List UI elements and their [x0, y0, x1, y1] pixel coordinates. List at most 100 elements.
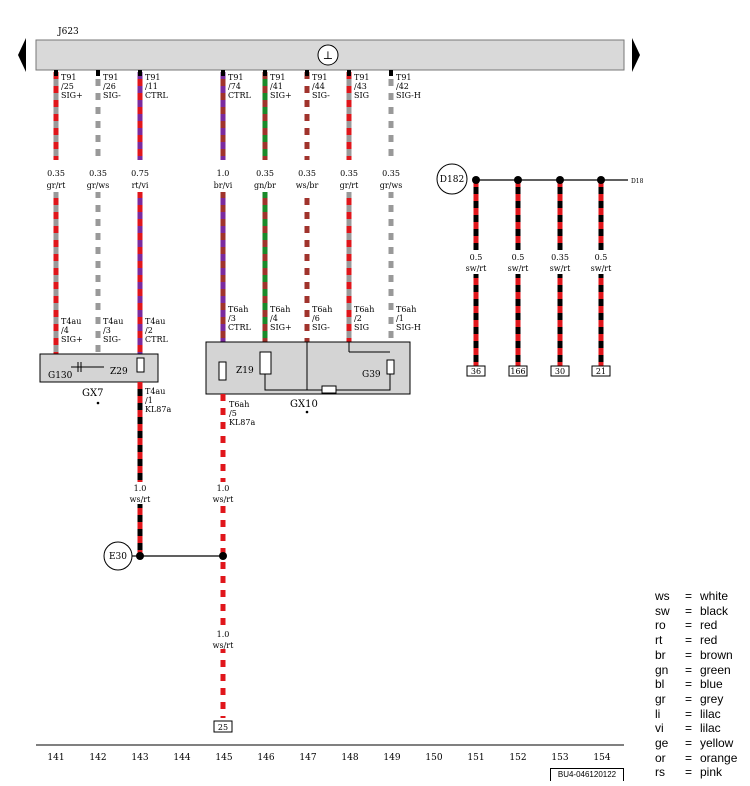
wire-label-bg	[292, 160, 322, 192]
legend-abbr: gn	[655, 662, 669, 677]
connector-num: /4	[61, 326, 69, 335]
supply-right-gauge1: 1.0	[217, 484, 230, 493]
top-wire-sig: SIG-H	[396, 91, 421, 100]
gx10-module-box	[205, 341, 411, 395]
legend-row: bl=blue	[655, 677, 737, 692]
connector-pin: T6ah	[270, 305, 290, 314]
connector-num: /3	[228, 314, 236, 323]
bar-left-arrow-icon	[18, 38, 26, 72]
g39-sensor-icon	[386, 359, 395, 375]
wire-label-bg	[41, 160, 71, 192]
legend-color-name: white	[700, 589, 729, 603]
top-wire-num: /74	[228, 82, 241, 91]
wire-top-pin	[263, 70, 267, 76]
connector-pin: T6ah	[312, 305, 332, 314]
z19-sensor-icon	[259, 351, 272, 375]
legend-abbr: gr	[655, 691, 666, 706]
ground-wire-color: sw/rt	[591, 264, 612, 273]
connector-sig: CTRL	[145, 335, 168, 344]
connector-num: /2	[354, 314, 362, 323]
supply-left-sig: KL87a	[145, 405, 171, 414]
legend-equals: =	[685, 662, 693, 677]
track-number: 147	[299, 753, 316, 763]
supply-left-num: /1	[145, 396, 153, 405]
legend-color-name: grey	[700, 691, 724, 706]
terminal-25-label: 25	[218, 723, 228, 732]
e30-label: E30	[109, 552, 127, 562]
wire-gauge: 0.35	[89, 169, 107, 178]
legend-equals: =	[685, 589, 693, 603]
z19-label: Z19	[236, 366, 254, 376]
connector-pin: T6ah	[354, 305, 374, 314]
legend-abbr: sw	[655, 603, 670, 618]
gx10-resistor-icon	[321, 385, 337, 394]
track-number: 146	[257, 753, 274, 763]
legend-abbr: br	[655, 647, 666, 662]
supply-left-gauge: 1.0	[134, 484, 147, 493]
ground-wire-group: 0.5sw/rt360.5sw/rt1660.35sw/rt300.5sw/rt…	[461, 176, 616, 377]
legend-equals: =	[685, 647, 693, 662]
gx7-label: GX7	[82, 388, 103, 399]
track-number: 148	[341, 753, 358, 763]
top-wire-pin: T91	[61, 73, 77, 82]
ground-junction-dot	[597, 176, 605, 184]
ground-junction-dot	[556, 176, 564, 184]
wire-color-code: gr/ws	[87, 181, 110, 190]
supply-right-color2: ws/rt	[213, 641, 234, 650]
legend-color-name: green	[700, 662, 731, 677]
e30-node-circle	[103, 541, 133, 571]
supply-right-label-bg2	[211, 627, 235, 649]
track-number: 149	[383, 753, 400, 763]
track-number: 145	[215, 753, 232, 763]
ground-terminal-box	[466, 365, 486, 377]
track-number: 153	[551, 753, 568, 763]
legend-color-name: yellow	[700, 736, 734, 751]
top-wire-pin: T91	[103, 73, 119, 82]
wire-gauge: 0.35	[340, 169, 358, 178]
supply-left-pin: T4au	[145, 387, 165, 396]
legend-row: ro=red	[655, 618, 737, 633]
track-number: 152	[509, 753, 526, 763]
legend-row: br=brown	[655, 648, 737, 663]
wire-label-bg	[125, 160, 155, 192]
supply-right-sig: KL87a	[229, 418, 255, 427]
top-wire-num: /41	[270, 82, 283, 91]
wire-color-code: br/vi	[214, 181, 233, 190]
ground-wire-gauge: 0.5	[512, 253, 525, 262]
legend-equals: =	[685, 603, 693, 618]
supply-right-label-bg	[211, 482, 235, 504]
legend-abbr: vi	[655, 721, 664, 736]
track-number: 151	[467, 753, 484, 763]
ground-wire-gauge: 0.5	[470, 253, 483, 262]
wire-top-pin	[389, 70, 393, 76]
track-number: 150	[425, 753, 442, 763]
track-number: 143	[131, 753, 148, 763]
e30-junction-dot	[219, 552, 227, 560]
connector-pin: T4au	[61, 317, 81, 326]
connector-sig: SIG+	[61, 335, 83, 344]
legend-row: ws=white	[655, 589, 737, 604]
legend-row: li=lilac	[655, 707, 737, 722]
top-wire-num: /25	[61, 82, 74, 91]
supply-right-color1: ws/rt	[213, 495, 234, 504]
wire-gauge: 0.35	[47, 169, 65, 178]
d182-node-circle	[436, 163, 468, 195]
top-wire-pin: T91	[396, 73, 412, 82]
top-wire-pin: T91	[228, 73, 244, 82]
legend-color-name: lilac	[700, 721, 721, 736]
legend-equals: =	[685, 677, 693, 692]
legend-row: vi=lilac	[655, 721, 737, 736]
legend-color-name: orange	[700, 750, 738, 765]
top-wire-sig: SIG-	[312, 91, 330, 100]
d18-line-label: D18	[631, 178, 644, 185]
ground-terminal-label: 36	[471, 367, 481, 376]
top-wire-pin: T91	[354, 73, 370, 82]
ground-terminal-label: 166	[510, 367, 525, 376]
legend-row: gr=grey	[655, 692, 737, 707]
legend-equals: =	[685, 765, 693, 780]
gx10-heater-icon	[218, 361, 227, 381]
legend-color-name: lilac	[700, 706, 721, 721]
ground-terminal-label: 21	[596, 367, 606, 376]
legend-abbr: rt	[655, 633, 663, 648]
wire-color-code: gn/br	[254, 181, 276, 190]
